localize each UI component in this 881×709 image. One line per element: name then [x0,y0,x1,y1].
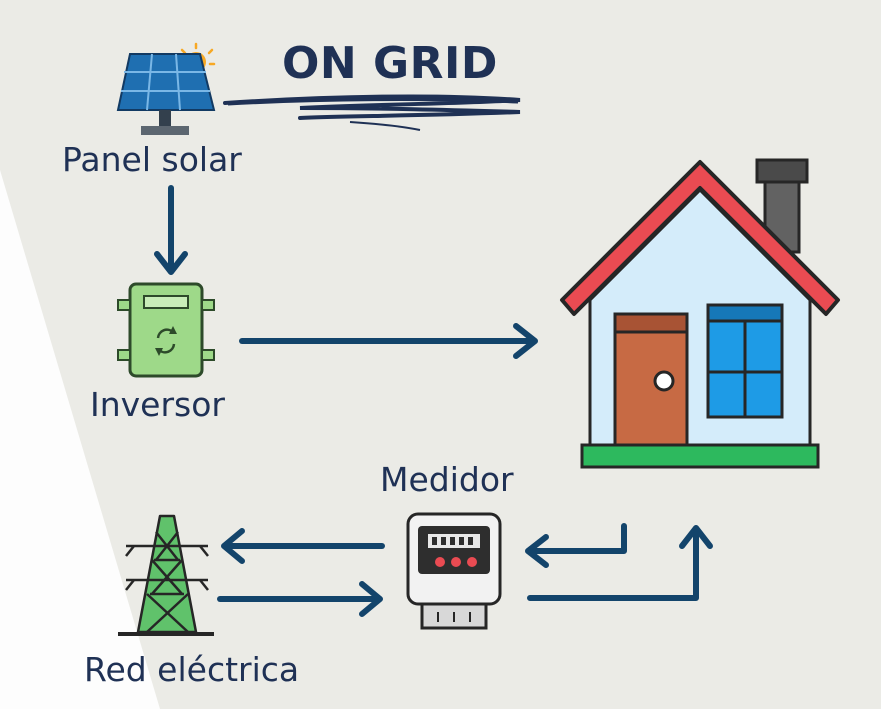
red-electrica-label: Red eléctrica [84,650,300,689]
medidor-label: Medidor [380,460,514,499]
inversor-label: Inversor [90,385,225,424]
panel-solar-label: Panel solar [62,140,242,179]
page-title: ON GRID [282,38,498,89]
